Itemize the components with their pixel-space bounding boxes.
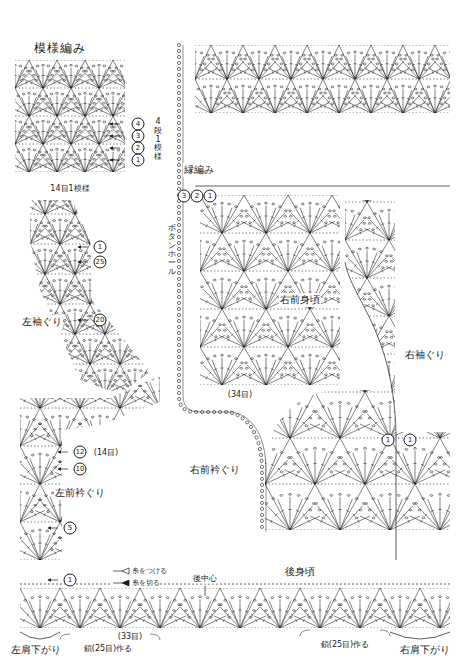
pattern-title: 模様編み xyxy=(33,40,87,57)
callout-number: 1 xyxy=(204,190,217,203)
legend-symbol xyxy=(112,567,130,575)
callout-number: 1 xyxy=(132,154,145,167)
edge-line xyxy=(183,45,266,532)
row-arrow xyxy=(110,148,120,149)
fan-stitch-pattern xyxy=(0,32,164,172)
row-arrow xyxy=(110,124,120,125)
fan-stitch-pattern xyxy=(0,370,209,560)
part-name: 左前衿ぐり xyxy=(54,486,106,500)
part-name: 左袖ぐり xyxy=(21,315,63,329)
callout-number: 2 xyxy=(191,190,204,203)
outline xyxy=(20,186,450,640)
row-arrow xyxy=(58,452,68,453)
row-arrow xyxy=(78,262,88,263)
fan-stitch-pattern xyxy=(171,157,406,385)
fan-stitch-pattern xyxy=(0,548,460,628)
row-arrow xyxy=(48,580,58,581)
stitch-note: 後中心 xyxy=(192,573,218,584)
stitch-note: (14目) xyxy=(93,447,119,458)
part-name: 右袖ぐり xyxy=(404,348,446,362)
stitch-note: (33目) xyxy=(117,631,143,642)
legend-text: 糸を切る xyxy=(132,578,160,588)
part-name: 右肩下がり xyxy=(399,643,451,657)
vertical-note: ボタンホール xyxy=(167,224,177,277)
row-arrows xyxy=(48,124,120,580)
legend-row: 糸を切る xyxy=(112,578,160,588)
part-name: 後身頃 xyxy=(284,565,316,579)
row-arrow xyxy=(78,247,88,248)
part-name: 左肩下がり xyxy=(10,643,62,657)
callout-number: 1 xyxy=(64,574,77,587)
callout-number: 20 xyxy=(94,314,107,327)
callout-number: 10 xyxy=(74,463,87,476)
stitch-note: (34目) xyxy=(227,389,253,400)
fan-stitch-pattern xyxy=(168,11,460,113)
fan-stitch-pattern xyxy=(316,164,460,430)
callout-number: 5 xyxy=(64,522,77,535)
callout-number: 1 xyxy=(94,241,107,254)
edging-chain xyxy=(177,43,263,528)
callout-number: 3 xyxy=(178,190,191,203)
row-arrow xyxy=(110,160,120,161)
legend-row: 糸をつける xyxy=(112,566,167,576)
stitch-note: 鎖(25目)作る xyxy=(320,639,370,650)
legend-text: 糸をつける xyxy=(132,566,167,576)
callout-number: 12 xyxy=(74,446,87,459)
row-arrow xyxy=(110,136,120,137)
fan-stitch-pattern xyxy=(6,184,189,394)
vertical-note: 4段1模様 xyxy=(153,118,163,162)
row-arrow xyxy=(78,320,88,321)
stitch-note: 鎖(25目)作る xyxy=(83,643,133,654)
callout-number: 1 xyxy=(382,434,395,447)
row-arrow xyxy=(48,528,58,529)
stitch-note: 14目1模様 xyxy=(49,183,90,194)
fan-stitch-pattern xyxy=(230,346,460,530)
callout-number: 25 xyxy=(94,256,107,269)
part-name: 右前身頃 xyxy=(279,293,321,307)
row-arrow xyxy=(58,469,68,470)
part-name: 縁編み xyxy=(183,163,215,177)
callout-number: 1 xyxy=(404,434,417,447)
part-name: 右前衿ぐり xyxy=(189,463,241,477)
legend-symbol xyxy=(112,579,130,587)
